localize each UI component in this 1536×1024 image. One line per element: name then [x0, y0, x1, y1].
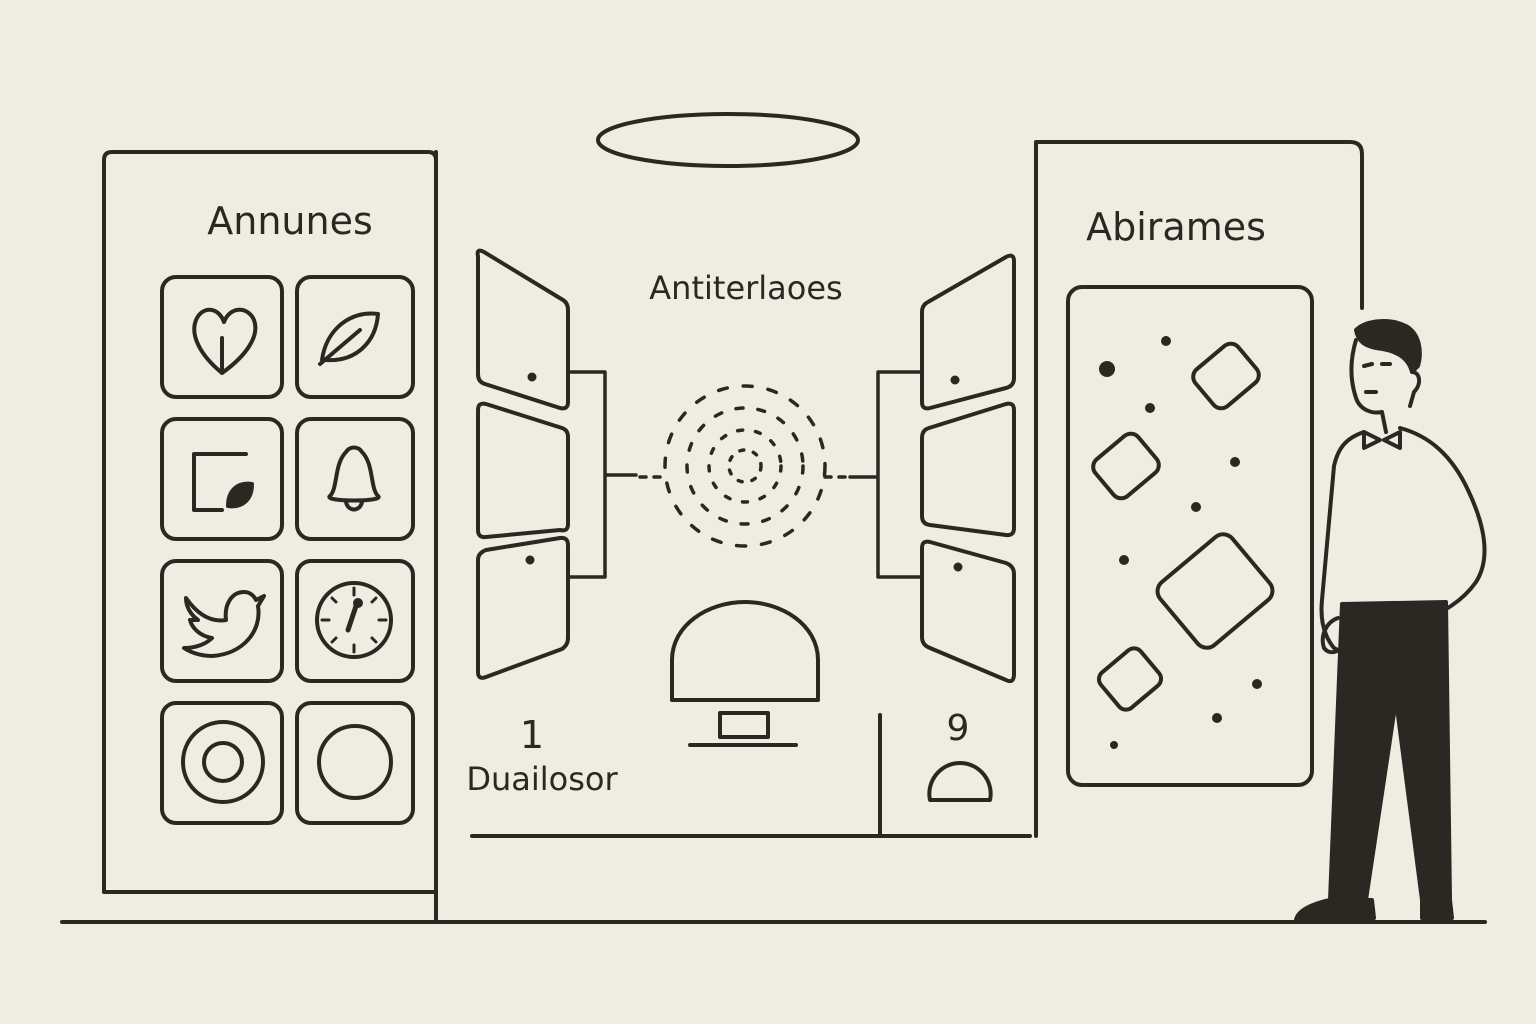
- right-counter-number: 9: [947, 708, 970, 749]
- note-icon: [192, 452, 254, 512]
- right-screen-stack: [848, 253, 1016, 684]
- bird-icon: [182, 590, 266, 658]
- top-halo-ellipse: [596, 112, 860, 168]
- bell-icon: [327, 445, 381, 512]
- ring-icon: [181, 720, 265, 804]
- signal-orb: [638, 384, 850, 548]
- app-tile-6[interactable]: [295, 559, 415, 683]
- app-icon-grid: [160, 275, 415, 825]
- app-tile-3[interactable]: [160, 417, 284, 541]
- dome-device-icon: [670, 600, 820, 747]
- right-screen-2: [920, 401, 1016, 538]
- heart-icon: [192, 307, 258, 375]
- left-counter-number: 1: [520, 713, 544, 757]
- left-screen-2: [476, 401, 570, 540]
- app-tile-5[interactable]: [160, 559, 284, 683]
- right-screen-3: [920, 539, 1016, 684]
- leaf-icon: [318, 311, 380, 366]
- confetti-dots: [1099, 336, 1262, 749]
- app-tile-4[interactable]: [295, 417, 415, 541]
- presenter-person: [1294, 319, 1487, 922]
- left-screen-stack: [475, 248, 638, 680]
- person-icon: [927, 761, 993, 802]
- left-screen-1: [475, 248, 570, 411]
- app-tile-1[interactable]: [160, 275, 284, 399]
- circle-icon: [317, 724, 393, 800]
- app-tile-2[interactable]: [295, 275, 415, 399]
- clock-icon: [315, 581, 393, 659]
- floating-shapes: [1091, 341, 1275, 712]
- left-screen-3: [476, 535, 570, 680]
- app-tile-8[interactable]: [295, 701, 415, 825]
- image-canvas[interactable]: [1066, 285, 1314, 787]
- center-title: Antiterlaoes: [649, 269, 842, 307]
- right-panel-title: Abirames: [1086, 205, 1266, 249]
- app-tile-7[interactable]: [160, 701, 284, 825]
- center-frame: [434, 150, 1032, 924]
- right-panel: [1034, 140, 1364, 838]
- right-screen-1: [920, 253, 1016, 411]
- left-panel-title: Annunes: [207, 199, 373, 243]
- left-counter-label: Duailosor: [466, 760, 618, 798]
